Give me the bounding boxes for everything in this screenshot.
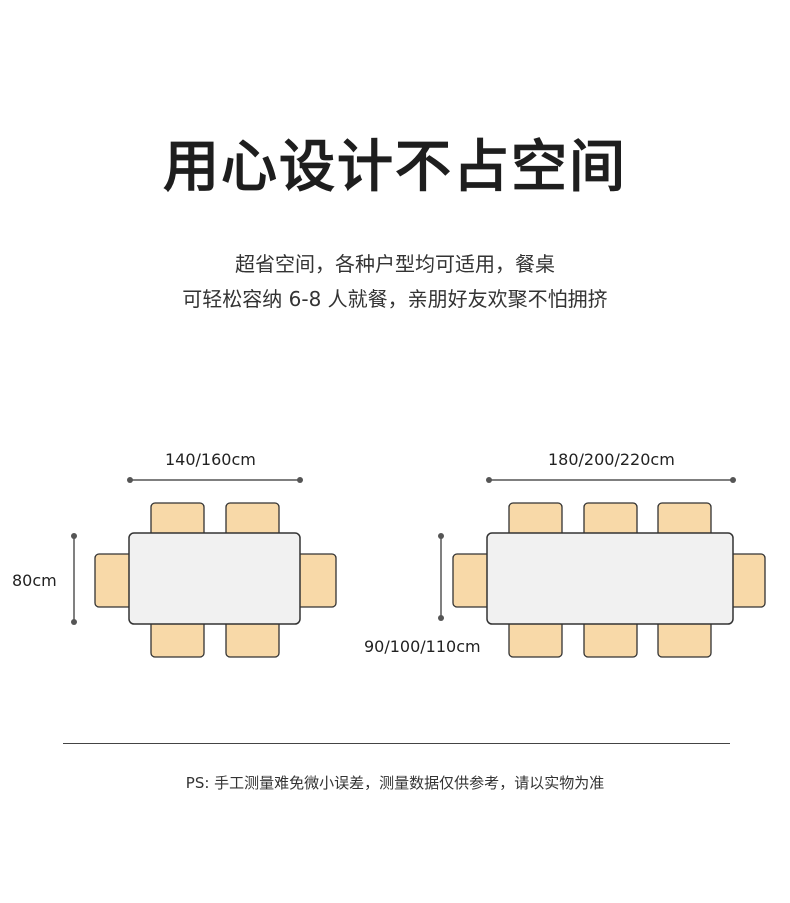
- footnote: PS: 手工测量难免微小误差，测量数据仅供参考，请以实物为准: [185, 774, 605, 792]
- left-table-diagram: [71, 477, 337, 658]
- dimension-endpoint: [438, 615, 444, 621]
- divider-line: [63, 743, 730, 744]
- dimension-endpoint: [297, 477, 303, 483]
- chair: [295, 553, 337, 608]
- dimension-endpoint: [71, 619, 77, 625]
- dimension-endpoint: [71, 533, 77, 539]
- right-table-diagram: [438, 477, 766, 658]
- left-width-label: 80cm: [12, 571, 57, 590]
- right-length-label: 180/200/220cm: [548, 450, 675, 469]
- left-table-top: [128, 532, 301, 625]
- right-table-top: [486, 532, 734, 625]
- page-title: 用心设计不占空间: [163, 135, 627, 200]
- dimension-endpoint: [730, 477, 736, 483]
- dimension-endpoint: [486, 477, 492, 483]
- right-width-label: 90/100/110cm: [364, 637, 481, 656]
- dimension-endpoint: [438, 533, 444, 539]
- dimension-endpoint: [127, 477, 133, 483]
- subtitle-line-2: 可轻松容纳 6-8 人就餐，亲朋好友欢聚不怕拥挤: [182, 287, 608, 311]
- left-length-label: 140/160cm: [165, 450, 256, 469]
- subtitle-line-1: 超省空间，各种户型均可适用，餐桌: [235, 252, 555, 276]
